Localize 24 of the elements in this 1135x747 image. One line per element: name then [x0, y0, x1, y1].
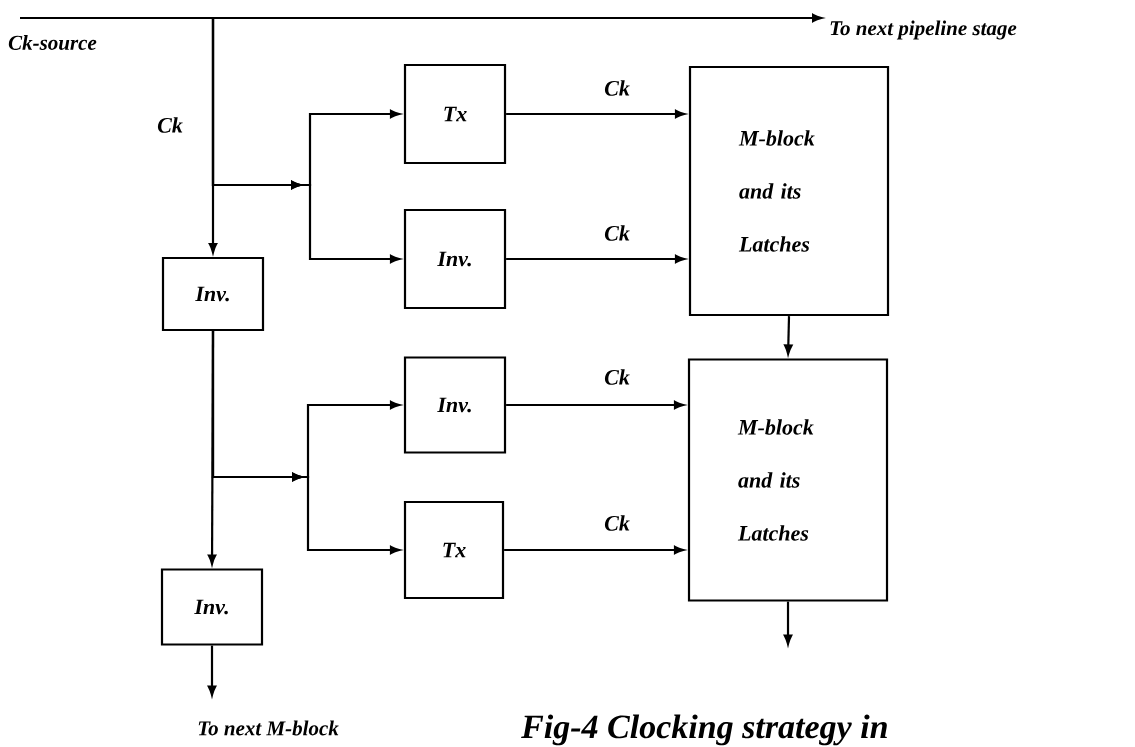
text-label: Ck-source: [8, 35, 97, 50]
block-box: Tx: [403, 500, 505, 600]
block-box: Tx: [403, 63, 507, 165]
caption: Fig-4 Clocking strategy in: [521, 714, 887, 746]
block-box: M-block and its Latches: [688, 65, 890, 317]
arrow: [504, 545, 685, 555]
arrow: [506, 109, 686, 119]
edge-label: Ck: [603, 224, 631, 242]
block-box: Inv.: [403, 208, 507, 310]
arrow: [506, 400, 685, 410]
text-label: To next M-block: [198, 720, 339, 736]
block-box: Inv.: [160, 568, 264, 646]
arrow: [784, 316, 793, 355]
block-box: Inv.: [403, 356, 507, 454]
arrow: [211, 331, 401, 555]
text-label: To next pipeline stage: [830, 20, 1017, 40]
edge-label: Ck: [156, 116, 184, 134]
block-box: Inv.: [161, 256, 265, 332]
edge-label: Ck: [603, 79, 631, 97]
arrow: [506, 254, 686, 264]
edge-label: Ck: [603, 368, 631, 386]
block-box: M-block and its Latches: [687, 358, 889, 602]
edge-label: Ck: [603, 514, 631, 532]
arrow: [20, 16, 401, 264]
